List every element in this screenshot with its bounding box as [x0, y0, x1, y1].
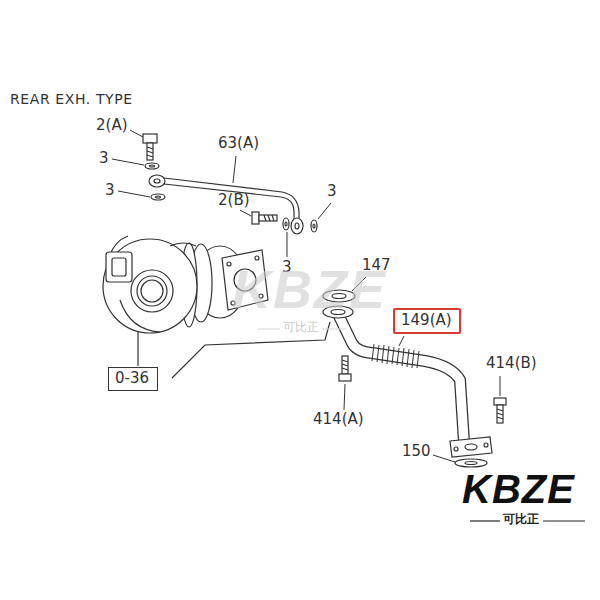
callout-number: 3 [99, 150, 109, 167]
callout-number: 2(A) [96, 117, 128, 134]
highlight-box: 149(A) [393, 308, 461, 334]
box-label: 0-36 [115, 370, 151, 387]
callout-number: 63(A) [218, 135, 259, 152]
brand-logo: 可比正 [503, 513, 539, 527]
box-label: 149(A) [401, 312, 453, 329]
callout-number: 414(A) [313, 411, 364, 428]
diagram-title: REAR EXH. TYPE [10, 91, 133, 107]
callout-number: 414(B) [486, 355, 537, 372]
reference-box: 0-36 [108, 367, 158, 391]
watermark: 可比正 [283, 321, 319, 335]
callout-number: 150 [402, 443, 431, 460]
callout-number: 3 [105, 182, 115, 199]
callout-number: 3 [327, 183, 337, 200]
callout-number: 2(B) [218, 192, 250, 209]
watermark: KBZE [232, 258, 387, 320]
brand-logo: KBZE [462, 466, 575, 512]
